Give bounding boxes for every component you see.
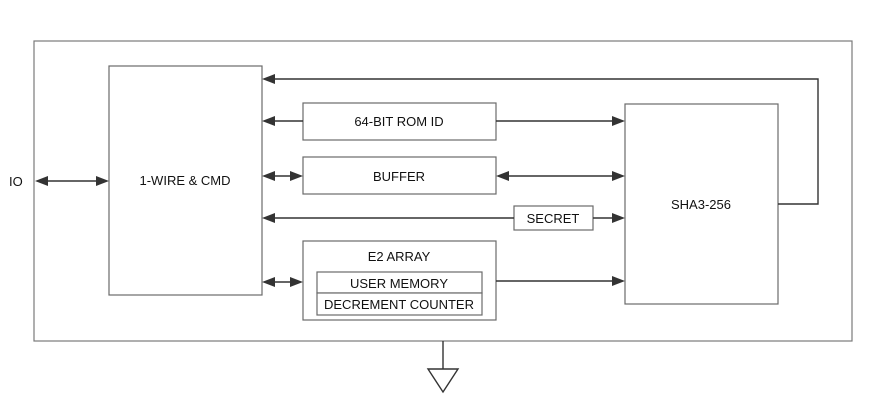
e2-array-label: E2 ARRAY [368,249,431,264]
decrement-counter-cell [316,292,483,316]
sha3-block: SHA3-256 [624,103,779,305]
io-pin-label: IO [9,174,23,189]
e2-to-sha3-arrow [496,276,625,286]
buffer-block: BUFFER [302,156,497,195]
ground-icon [426,341,460,394]
rom-id-to-wire-arrow [262,116,303,126]
e2-array-block: E2 ARRAY USER MEMORY DECREMENT COUNTER [302,240,497,321]
io-connection-arrow [35,176,109,186]
decrement-counter-label: DECREMENT COUNTER [324,297,474,312]
secret-block: SECRET [513,205,594,231]
wire-e2-arrow [262,277,303,287]
rom-id-label: 64-BIT ROM ID [354,114,443,129]
sha3-label: SHA3-256 [671,197,731,212]
rom-id-block: 64-BIT ROM ID [302,102,497,141]
wire-cmd-label: 1-WIRE & CMD [140,173,231,188]
secret-to-sha3-arrow [593,213,625,223]
feedback-arrow [262,74,819,205]
wire-buffer-arrow [262,171,303,181]
rom-id-to-sha3-arrow [496,116,625,126]
buffer-label: BUFFER [373,169,425,184]
buffer-sha3-arrow [496,171,625,181]
user-memory-label: USER MEMORY [350,276,448,291]
secret-to-wire-arrow [262,213,514,223]
wire-cmd-block: 1-WIRE & CMD [108,65,263,296]
secret-label: SECRET [527,211,580,226]
